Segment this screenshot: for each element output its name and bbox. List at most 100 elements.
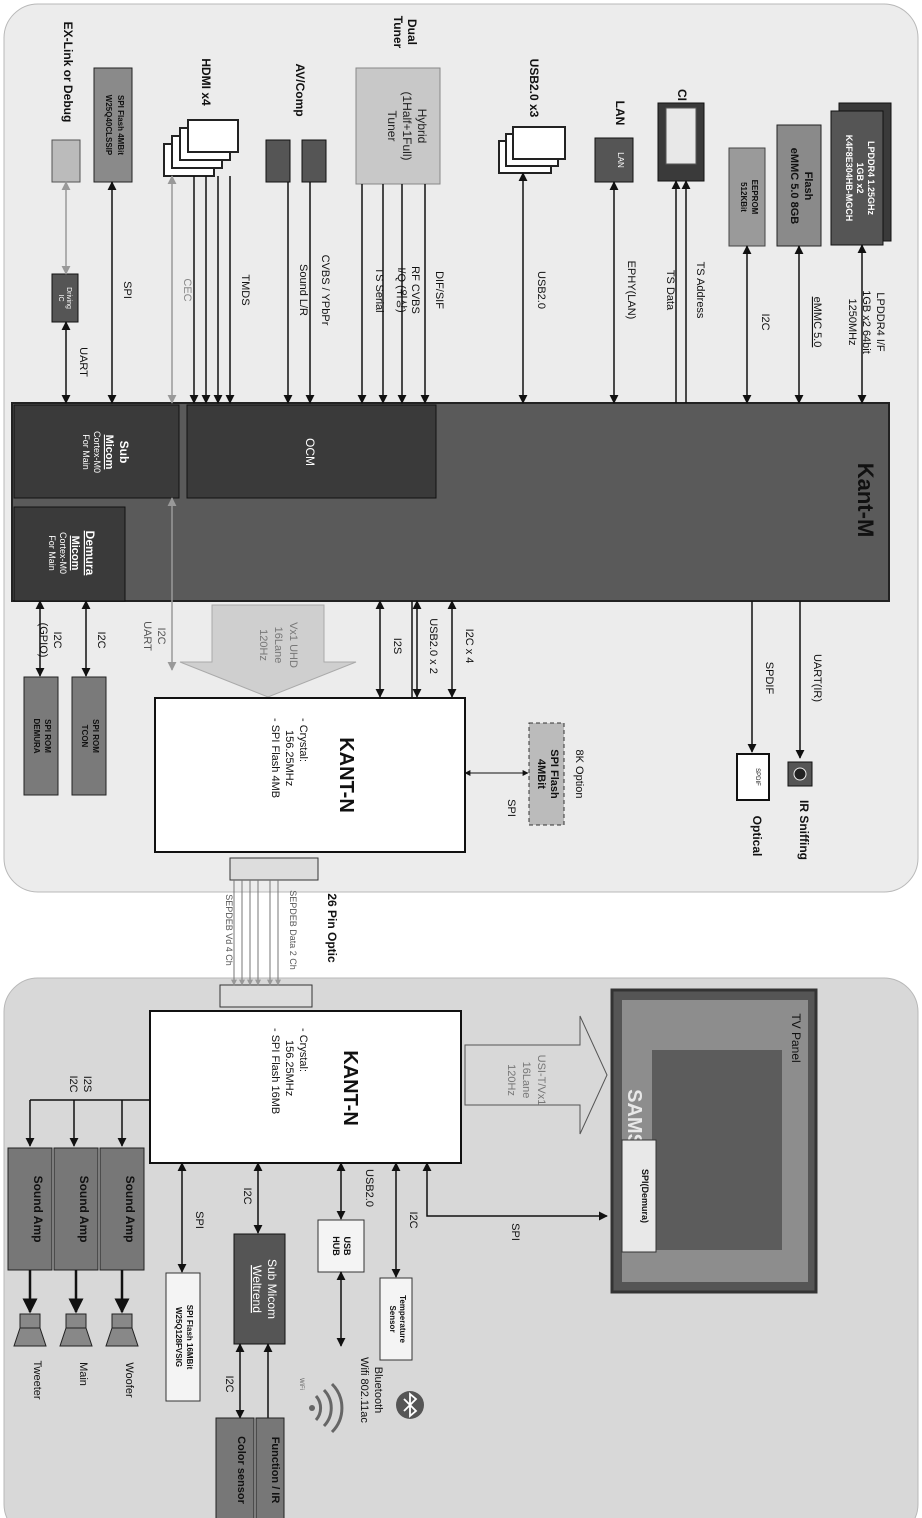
ci-card-icon	[666, 108, 696, 164]
usi-label-2: 16Lane	[520, 1062, 532, 1099]
spi-flash-top-label-1: SPI Flash 4MBit	[116, 95, 125, 155]
demura-micom-label-1: Demura	[83, 531, 97, 576]
speaker-label-tweeter: Tweeter	[31, 1360, 43, 1399]
i2c-uart-label-2: UART	[141, 621, 153, 651]
sound-amp-woofer-label: Sound Amp	[123, 1176, 137, 1243]
sub-micom-label-2: Micom	[103, 435, 115, 470]
i2c-gpio-label-1: I2C	[51, 631, 63, 648]
option-8k-label: 8K Option	[573, 750, 585, 799]
temperature-sensor-label-1: Temperature	[398, 1295, 407, 1343]
optical-label: Optical	[750, 816, 764, 857]
spi-rom-demura-label-2: DEMURA	[32, 718, 41, 753]
dual-tuner-label-1: Dual	[405, 19, 419, 45]
usb2-label: USB2.0	[535, 271, 547, 309]
spi-flash-16mbit-label-2: W25Q128FVSIG	[174, 1307, 183, 1367]
kant-n-top-spec-3: - SPI Flash 4MB	[269, 718, 281, 798]
tv-panel-label: TV Panel	[789, 1013, 803, 1062]
sound-amp-main-label: Sound Amp	[77, 1176, 91, 1243]
hdmi-port-icon-4	[188, 120, 238, 152]
lpddr4-if-label-1: LPDDR4 I/F	[874, 292, 886, 352]
kant-n-top-chip	[155, 698, 465, 852]
spi-8k-label: SPI	[505, 799, 517, 817]
sub-micom-label-4: For Main	[81, 434, 91, 470]
iq-label: I/Q (위상)	[395, 267, 408, 312]
speaker-cone-woofer	[106, 1328, 138, 1346]
ex-link-jack-icon	[52, 140, 80, 182]
spi-top-label: SPI	[121, 281, 133, 299]
rf-cvbs-label: RF CVBS	[409, 266, 421, 314]
kant-n-top-label: KANT-N	[335, 737, 357, 813]
driving-ic-label-1: Driving	[65, 287, 72, 309]
i2c-x4-label: I2C x 4	[463, 629, 475, 664]
lpddr4-if-label-3: 1250MHz	[846, 298, 858, 345]
uart-ir-label: UART(IR)	[811, 654, 823, 702]
eeprom-label-1: EEPROM	[750, 180, 759, 215]
speaker-icon-tweeter	[20, 1314, 40, 1328]
speaker-label-main: Main	[77, 1362, 89, 1386]
eeprom-label-2: 512KBit	[739, 182, 748, 212]
sub-micom-weltrend-label-1: Sub Micom	[265, 1259, 279, 1319]
lan-port-icon	[595, 138, 633, 182]
tmds-label: TMDS	[239, 274, 251, 305]
usb-hub-label-1: USB	[342, 1236, 352, 1256]
function-ir-label: Function / IR	[269, 1437, 281, 1504]
i2s-label: I2S	[391, 638, 403, 655]
emmc-signal-label: eMMC 5.0	[811, 297, 823, 348]
speaker-cone-main	[60, 1328, 92, 1346]
spi-flash-16mbit-label-1: SPI Flash 16MBit	[185, 1305, 194, 1370]
spi-flash-16-signal-label: SPI	[193, 1211, 205, 1229]
tv-panel-brand-text: SAMS	[623, 1089, 645, 1147]
ts-data-label: TS Data	[664, 270, 676, 311]
i2c-uart-label-1: I2C	[155, 627, 167, 644]
sub-micom-weltrend-label-2: Weltrend	[250, 1265, 264, 1313]
sound-lr-label: Sound L/R	[297, 264, 309, 316]
ir-sniffing-lens	[794, 768, 806, 780]
sub-micom-label-1: Sub	[117, 441, 131, 464]
hybrid-tuner-label-3: Tuner	[385, 111, 399, 142]
emmc-label-1: Flash	[802, 172, 814, 201]
sepdeb-vd-label: SEPDEB Vd 4 Ch	[224, 894, 234, 966]
usb-hub-signal-label: USB2.0	[363, 1169, 375, 1207]
i2c-sub-micom-label: I2C	[241, 1187, 253, 1204]
sound-amp-tweeter-label: Sound Amp	[31, 1176, 45, 1243]
lpddr4-if-label-2: 1GB x2 64bit	[860, 290, 872, 354]
optical-jack-icon	[737, 754, 769, 800]
usb-x2-label: USB2.0 x 2	[427, 618, 439, 674]
spi-flash-8k-label-2: 4MBit	[535, 759, 547, 789]
usb-port-icon-3	[513, 127, 565, 159]
lan-label: LAN	[613, 101, 627, 126]
ir-sniffing-label: IR Sniffing	[797, 800, 811, 860]
kant-n-bottom-spec-2: 156.25MHz	[283, 1040, 295, 1096]
optic-connector-bottom	[220, 985, 312, 1007]
spi-demura-label: SPI(Demura)	[640, 1169, 650, 1223]
i2c-color-label: I2C	[223, 1375, 235, 1392]
dif-sif-label: DIF/SIF	[433, 271, 445, 309]
av-jack-icon-1	[266, 140, 290, 182]
sub-micom-label-3: Cortex-M0	[92, 431, 102, 473]
kant-n-top-spec-1: - Crystal:	[297, 718, 309, 762]
hdmi-label: HDMI x4	[199, 58, 213, 106]
speaker-cone-tweeter	[14, 1328, 46, 1346]
kant-n-top-spec-2: 156.25MHz	[283, 730, 295, 786]
color-sensor-label: Color sensor	[235, 1436, 247, 1505]
spi-flash-top-label-2: W25Q40CLSSIP	[104, 95, 113, 156]
av-jack-icon-2	[302, 140, 326, 182]
i2c-tcon-label: I2C	[95, 631, 107, 648]
wifi-icon-dot	[309, 1405, 315, 1411]
kant-m-label: Kant-M	[853, 463, 878, 538]
lpddr4-label-1: LPDDR4 1.25GHz	[866, 141, 876, 216]
hybrid-tuner-label-2: (1Half+1Full)	[400, 91, 414, 160]
kant-n-bottom-spec-3: - SPI Flash 16MB	[269, 1028, 281, 1114]
spi-flash-8k-label-1: SPI Flash	[548, 749, 560, 799]
wifi-icon-label: WiFi	[298, 1378, 304, 1390]
optic-26pin-label: 26 Pin Optic	[325, 893, 339, 963]
demura-micom-label-4: For Main	[47, 535, 57, 571]
temperature-sensor-label-2: Sensor	[388, 1305, 397, 1332]
spi-panel-label: SPI	[509, 1223, 521, 1241]
sepdeb-data-label: SEPDEB Data 2 Ch	[288, 890, 298, 970]
driving-ic-chip	[52, 274, 78, 322]
color-sensor-block	[216, 1418, 254, 1518]
hybrid-tuner-label-1: Hybrid	[415, 109, 429, 144]
optical-jack-label: SPDIF	[754, 768, 760, 786]
optic-connector-top	[230, 858, 318, 880]
